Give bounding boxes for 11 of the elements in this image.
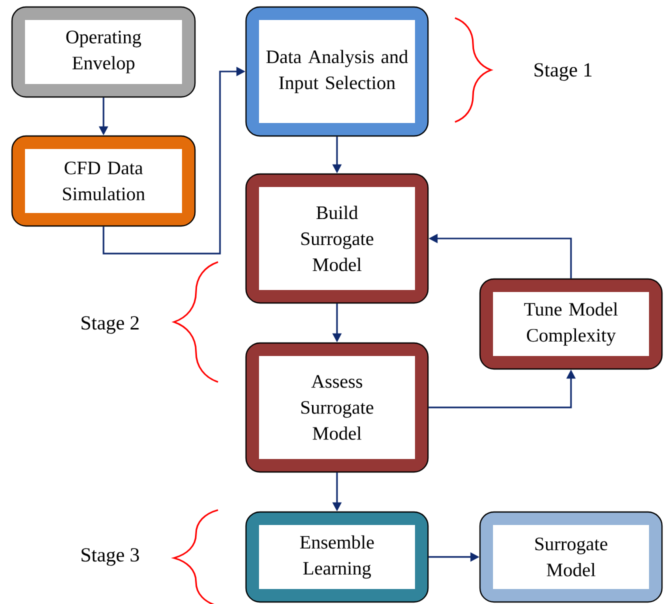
- stage-label: Stage 1: [534, 63, 592, 81]
- process-box: Surrogate Model: [479, 511, 663, 603]
- process-box: Assess Surrogate Model: [245, 342, 429, 473]
- process-box: Ensemble Learning: [245, 511, 429, 603]
- process-box: CFD Data Simulation: [11, 135, 196, 227]
- process-box: Operating Envelop: [11, 6, 196, 98]
- process-box: Tune Model Complexity: [479, 278, 663, 370]
- process-box: Build Surrogate Model: [245, 173, 429, 304]
- stage-label: Stage 3: [82, 548, 139, 566]
- stage-label: Stage 2: [82, 316, 139, 334]
- process-box: Data Analysis and Input Selection: [245, 6, 429, 137]
